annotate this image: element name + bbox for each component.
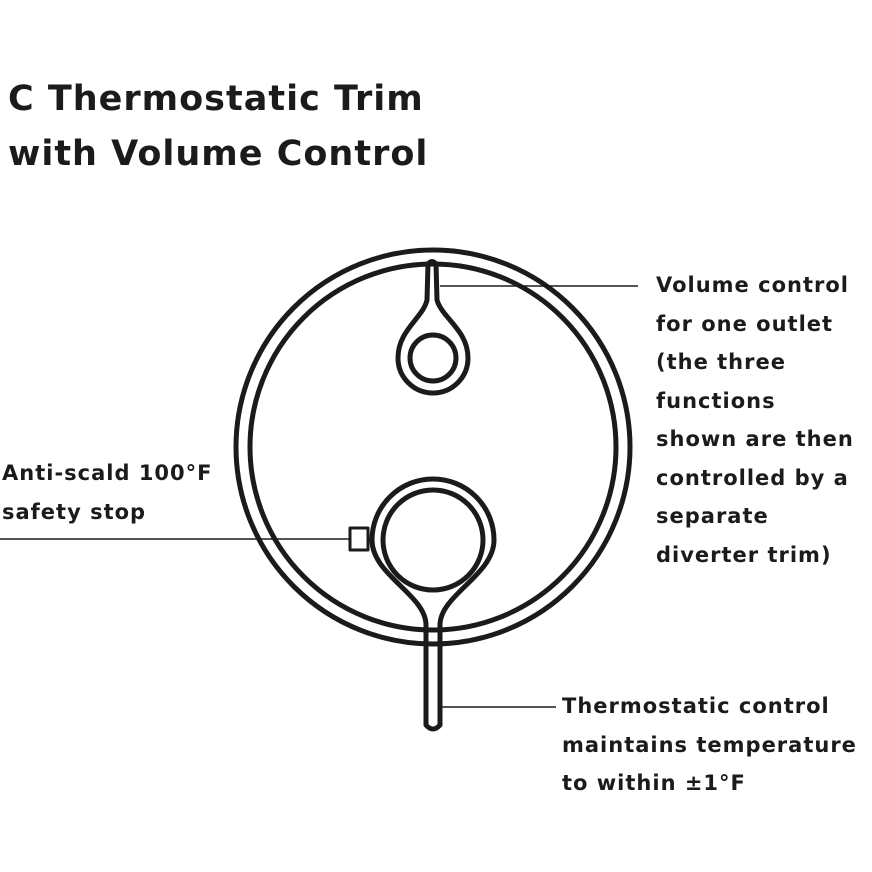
volume-control-callout: Volume control for one outlet (the three… xyxy=(656,266,854,574)
callout-line: (the three xyxy=(656,350,786,374)
volume-control-hub xyxy=(407,332,459,384)
callout-line: shown are then xyxy=(656,427,854,451)
callout-line: Volume control xyxy=(656,273,849,297)
callout-line: Anti-scald 100°F xyxy=(2,461,213,485)
thermostatic-control-hub xyxy=(380,487,486,593)
thermostatic-control-handle xyxy=(369,476,497,732)
callout-line: functions xyxy=(656,388,776,413)
trim-plate-outer-ring xyxy=(233,247,633,647)
callout-line: to within ±1°F xyxy=(562,771,746,795)
trim-plate-inner-ring xyxy=(247,261,619,633)
callout-line: for one outlet xyxy=(656,311,834,336)
callout-line: diverter trim) xyxy=(656,542,832,567)
callout-line: separate xyxy=(656,504,769,528)
callout-line: Thermostatic control xyxy=(562,694,830,718)
callout-line: controlled by a xyxy=(656,465,849,490)
volume-control-handle xyxy=(395,259,471,396)
anti-scald-callout: Anti-scald 100°F safety stop xyxy=(2,454,213,531)
callout-line: maintains temperature xyxy=(562,732,857,757)
title-line-2: with Volume Control xyxy=(8,134,429,174)
thermostatic-control-callout: Thermostatic control maintains temperatu… xyxy=(562,687,857,803)
anti-scald-stop-button xyxy=(348,526,370,552)
title-line-1: C Thermostatic Trim xyxy=(8,79,424,119)
callout-line: safety stop xyxy=(2,499,147,524)
